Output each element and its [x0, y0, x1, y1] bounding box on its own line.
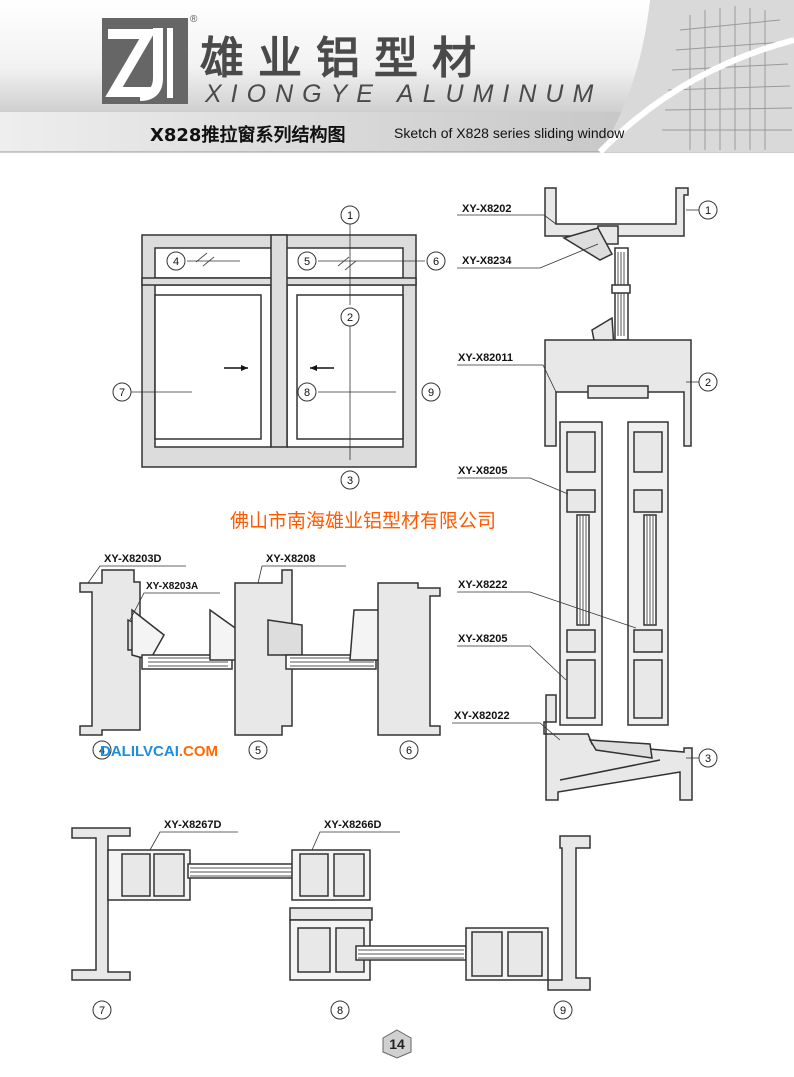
- callout-circle: [698, 200, 718, 220]
- page-title-cn: X828推拉窗系列结构图: [150, 125, 346, 146]
- section-callout-8: 8: [337, 1005, 343, 1017]
- logo-icon: [102, 18, 188, 104]
- section-callout-1: 1: [705, 205, 711, 217]
- callout-circle: [698, 372, 718, 392]
- website-part1: DALILVCAI: [100, 743, 179, 760]
- section-horizontal-bottom: [71, 827, 591, 991]
- callout-circle: [698, 748, 718, 768]
- callout-8: 8: [304, 387, 310, 399]
- callout-circle: [340, 307, 360, 327]
- profile-label: XY-X82011: [458, 352, 513, 364]
- callout-circle: [166, 251, 186, 271]
- section-callout-4: 4: [99, 745, 105, 757]
- callout-5: 5: [304, 256, 310, 268]
- brand-name-cn: 雄业铝型材: [200, 33, 490, 84]
- section-callout-2: 2: [705, 377, 711, 389]
- brand-name-en: XIONGYE ALUMINUM: [205, 80, 603, 108]
- profile-label: XY-X8205: [458, 633, 508, 645]
- window-elevation: [128, 223, 425, 468]
- profile-label: XY-X8234: [462, 255, 512, 267]
- callout-circle: [297, 382, 317, 402]
- callout-circle: [399, 740, 419, 760]
- profile-label: XY-X8267D: [164, 819, 222, 831]
- callout-2: 2: [347, 312, 353, 324]
- page-number: 14: [380, 1028, 412, 1060]
- callout-circle: [248, 740, 268, 760]
- callout-1: 1: [347, 210, 353, 222]
- callout-7: 7: [119, 387, 125, 399]
- section-callout-7: 7: [99, 1005, 105, 1017]
- callout-circle: [297, 251, 317, 271]
- callout-circle: [340, 205, 360, 225]
- page-title-en: Sketch of X828 series sliding window: [394, 125, 625, 141]
- callout-circle: [340, 470, 360, 490]
- page-header: ® 雄业铝型材 XIONGYE ALUMINUM X828推拉窗系列结构图 Sk…: [0, 0, 794, 160]
- page-number-badge-icon: [382, 1029, 412, 1059]
- callout-circle: [426, 251, 446, 271]
- callout-circle: [92, 1000, 112, 1020]
- website-part2: .COM: [178, 743, 219, 760]
- section-callout-5: 5: [255, 745, 261, 757]
- technical-drawing: 1 2 3 4 5 6 7 8 9 1 2 3 4 5 6 7 8 9 XY-X…: [71, 187, 718, 1020]
- profile-label: XY-X82022: [454, 710, 510, 722]
- callout-circle: [92, 740, 112, 760]
- callout-9: 9: [428, 387, 434, 399]
- profile-label: XY-X8266D: [324, 819, 382, 831]
- profile-label: XY-X8205: [458, 465, 508, 477]
- profile-label: XY-X8202: [462, 203, 512, 215]
- website-watermark: DALILVCAI.COM: [100, 743, 218, 760]
- section-horizontal-top: [79, 565, 441, 736]
- callout-circle: [553, 1000, 573, 1020]
- company-name: 佛山市南海雄业铝型材有限公司: [230, 510, 497, 532]
- registered-mark: ®: [190, 14, 198, 25]
- section-callout-3: 3: [705, 753, 711, 765]
- section-callout-6: 6: [406, 745, 412, 757]
- callout-3: 3: [347, 475, 353, 487]
- callout-4: 4: [173, 256, 179, 268]
- callout-circle: [112, 382, 132, 402]
- profile-label: XY-X8222: [458, 579, 508, 591]
- profile-label: XY-X8203A: [146, 581, 198, 592]
- callout-circle: [330, 1000, 350, 1020]
- profile-label: XY-X8208: [266, 553, 316, 565]
- callout-circle: [421, 382, 441, 402]
- profile-label: XY-X8203D: [104, 553, 162, 565]
- page-number-text: 14: [389, 1036, 405, 1052]
- callout-6: 6: [433, 256, 439, 268]
- section-vertical: [452, 187, 700, 801]
- section-callout-9: 9: [560, 1005, 566, 1017]
